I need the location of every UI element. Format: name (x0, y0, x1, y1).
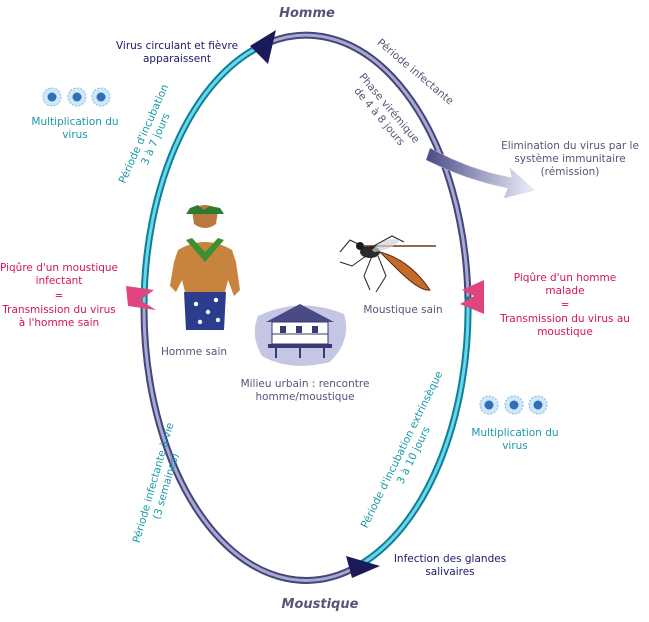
label-virus-fever: Virus circulant et fièvre apparaissent (115, 40, 239, 66)
virus-icon-group-left (42, 87, 111, 107)
urban-house-illustration (254, 304, 347, 366)
virus-icon (91, 87, 111, 107)
arrowhead-top (250, 30, 276, 64)
label-mosquito-bite: Piqûre d'un moustique infectant (0, 262, 119, 288)
healthy-man-illustration (170, 205, 240, 330)
arrowhead-bottom (346, 556, 380, 578)
label-human-bite: Piqûre d'un homme malade (513, 272, 617, 298)
virus-icon (528, 395, 548, 415)
arrowhead-left (126, 286, 156, 310)
arrowhead-right (460, 280, 484, 314)
label-equals-left: = (54, 290, 64, 302)
label-urban: Milieu urbain : rencontre homme/moustiqu… (240, 378, 370, 404)
virus-icon (504, 395, 524, 415)
label-equals-right: = (560, 299, 570, 311)
label-transmission-human: Transmission du virus à l'homme sain (2, 304, 116, 330)
title-moustique: Moustique (281, 597, 359, 612)
label-multiplication-left: Multiplication du virus (31, 116, 119, 142)
label-salivary-infection: Infection des glandes salivaires (393, 553, 507, 579)
virus-icon (67, 87, 87, 107)
label-healthy-mosquito: Moustique sain (363, 304, 443, 316)
label-elimination: Elimination du virus par le système immu… (501, 140, 639, 179)
remission-arrow (425, 147, 535, 199)
title-homme: Homme (279, 6, 335, 21)
virus-icon-group-right (479, 395, 548, 415)
label-multiplication-right: Multiplication du virus (471, 427, 559, 453)
mosquito-illustration (339, 235, 436, 293)
virus-icon (479, 395, 499, 415)
label-healthy-man: Homme sain (160, 346, 228, 358)
virus-icon (42, 87, 62, 107)
label-transmission-mosquito: Transmission du virus au moustique (500, 313, 630, 339)
